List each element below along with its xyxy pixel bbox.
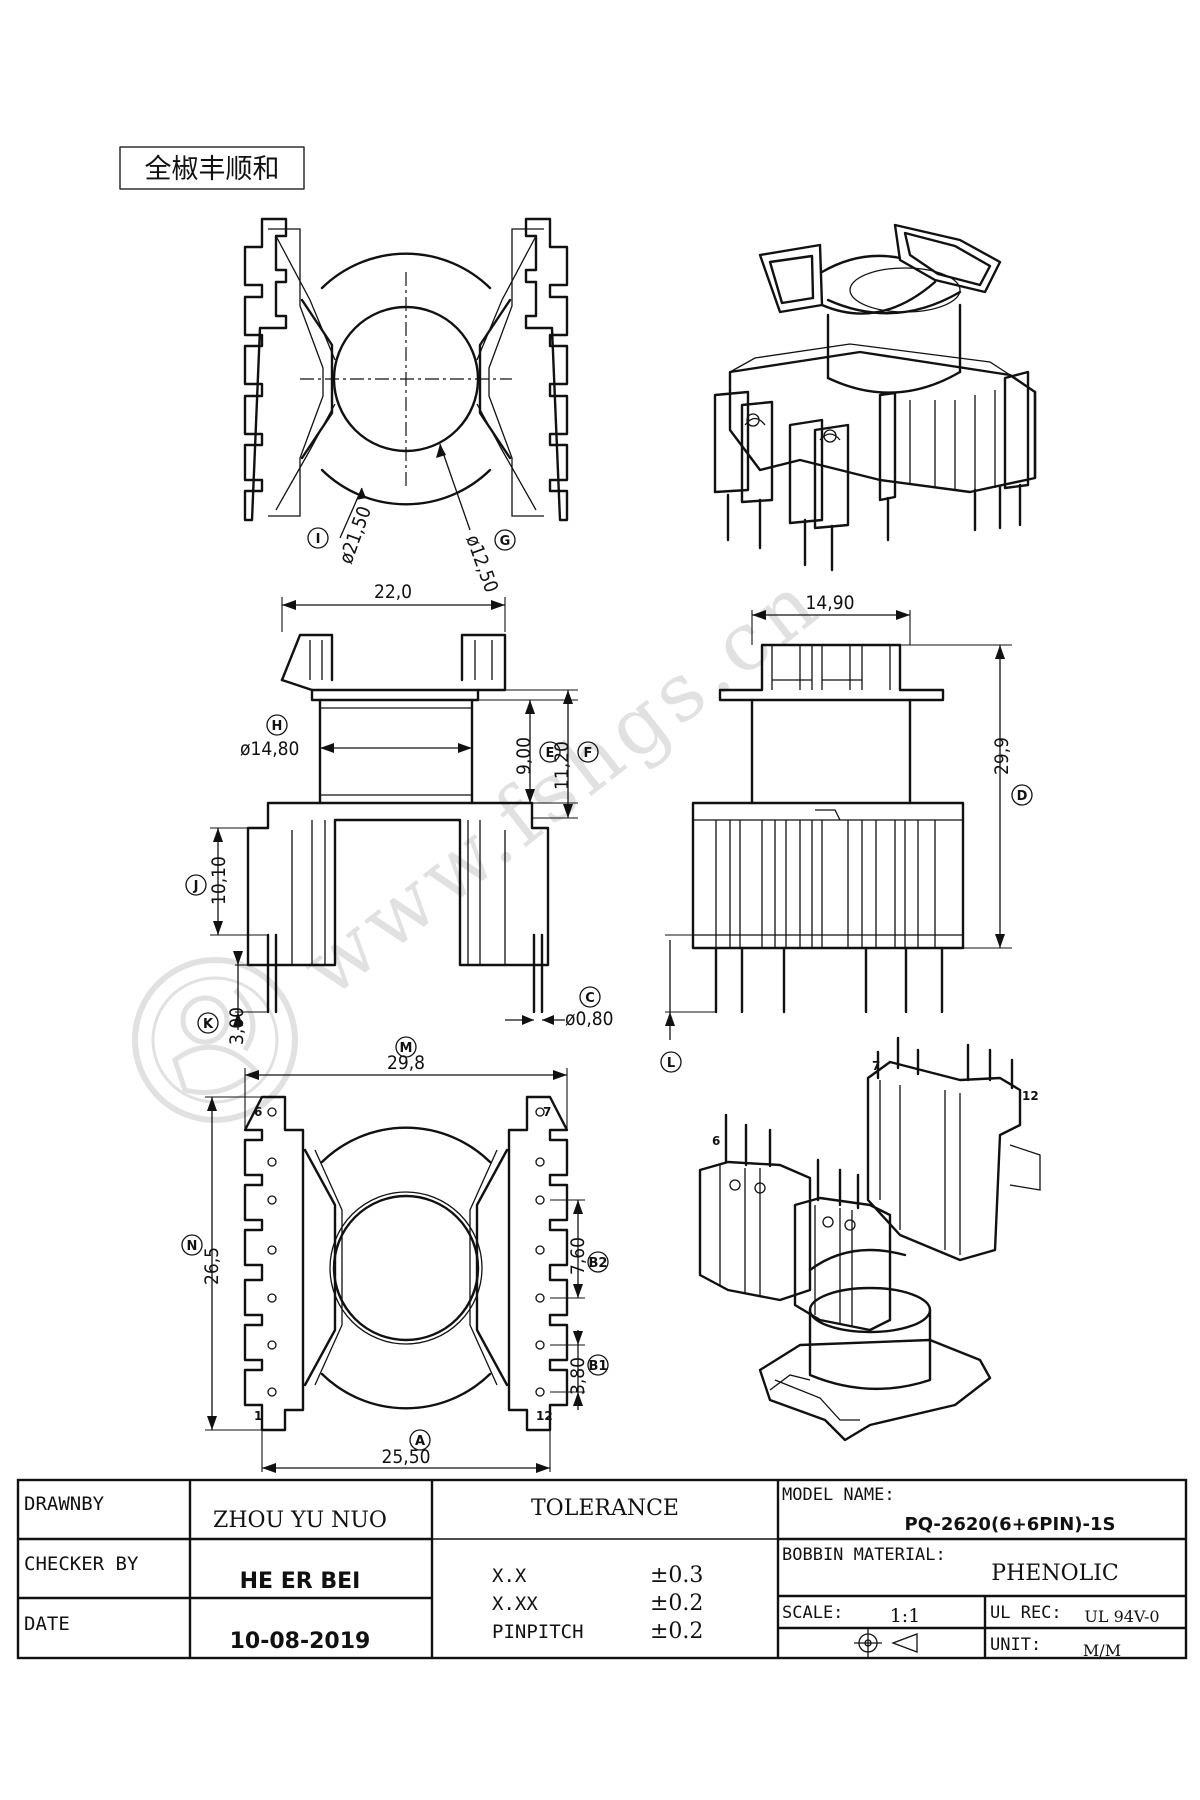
dim-front-width: 22,0 xyxy=(374,581,412,603)
callout-L-circle xyxy=(660,1051,682,1073)
callout-H: H xyxy=(272,719,283,734)
callout-K-circle xyxy=(197,1012,219,1034)
ul-label: UL REC: xyxy=(990,1603,1062,1623)
model-value: PQ-2620(6+6PIN)-1S xyxy=(905,1514,1116,1535)
drawn-by-value: ZHOU YU NUO xyxy=(213,1508,387,1533)
pin-label-12: 12 xyxy=(536,1409,553,1423)
unit-value: M/M xyxy=(1083,1641,1121,1660)
dim-pin-pitch: 3,80 xyxy=(567,1357,589,1395)
checker-value: HE ER BEI xyxy=(240,1569,361,1594)
dim-total-height: 29,9 xyxy=(991,737,1013,775)
callout-C: C xyxy=(585,991,595,1006)
callout-B1: B1 xyxy=(589,1359,608,1374)
scale-label: SCALE: xyxy=(782,1603,843,1623)
callout-D-circle xyxy=(1011,784,1033,806)
dim-bottom-length: 26,5 xyxy=(201,1247,223,1285)
dim-bottom-width: 29,8 xyxy=(387,1052,425,1074)
callout-A-circle xyxy=(409,1429,431,1451)
isometric-view-top xyxy=(713,223,1037,572)
iso-pin-label-6: 6 xyxy=(712,1134,720,1148)
dim-pin-diameter: ø0,80 xyxy=(565,1008,614,1030)
model-label: MODEL NAME: xyxy=(782,1485,895,1505)
callout-F: F xyxy=(584,746,593,761)
callout-I: I xyxy=(316,532,321,547)
callout-G-circle xyxy=(494,529,516,551)
tolerance-header: TOLERANCE xyxy=(531,1496,679,1521)
pin-label-7: 7 xyxy=(543,1105,551,1119)
callout-M: M xyxy=(400,1041,413,1056)
dim-tube-height: 9,00 xyxy=(513,737,535,775)
callout-J-circle xyxy=(185,874,207,896)
unit-label: UNIT: xyxy=(990,1635,1041,1655)
scale-value: 1:1 xyxy=(890,1605,921,1627)
callout-B2-circle xyxy=(587,1251,609,1273)
bottom-view: 29,8 M 26,5 N 7,60 B2 3,80 B1 xyxy=(181,1036,609,1473)
tol-value-1: ±0.2 xyxy=(650,1591,703,1616)
callout-B2: B2 xyxy=(589,1256,608,1271)
callout-A: A xyxy=(415,1434,425,1449)
drawn-by-label: DRAWNBY xyxy=(24,1493,105,1515)
title-block: DRAWNBY ZHOU YU NUO CHECKER BY HE ER BEI… xyxy=(16,1478,1188,1660)
callout-G: G xyxy=(500,534,511,549)
date-value: 10-08-2019 xyxy=(230,1629,371,1654)
callout-C-circle xyxy=(579,986,601,1008)
pin-label-1: 1 xyxy=(254,1409,262,1423)
dim-pin-row-spacing: 7,60 xyxy=(567,1237,589,1275)
date-label: DATE xyxy=(24,1613,70,1635)
dim-base-height: 10,10 xyxy=(208,856,230,905)
tol-value-0: ±0.3 xyxy=(650,1563,703,1588)
callout-N: N xyxy=(187,1239,198,1254)
callout-B1-circle xyxy=(587,1354,609,1376)
callout-H-circle xyxy=(266,714,288,736)
callout-E-circle xyxy=(539,741,561,763)
material-value: PHENOLIC xyxy=(991,1561,1118,1586)
stamp-text: 全椒丰顺和 xyxy=(145,154,280,185)
dim-pin-span: 25,50 xyxy=(382,1446,431,1468)
pin-label-6: 6 xyxy=(254,1105,262,1119)
callout-I-circle xyxy=(307,527,329,549)
projection-symbol-icon xyxy=(854,1629,918,1657)
watermark-logo xyxy=(132,957,298,1123)
tol-label-1: X.XX xyxy=(492,1593,538,1615)
company-stamp: 全椒丰顺和 xyxy=(119,146,305,190)
callout-E: E xyxy=(546,746,555,761)
dim-winding-height: 11,20 xyxy=(551,741,573,790)
callout-F-circle xyxy=(577,741,599,763)
dim-side-tube-width: 14,90 xyxy=(806,592,855,614)
dim-tube-diameter: ø14,80 xyxy=(240,738,299,760)
front-view: 22,0 ø14,80 H 9,00 11,20 E F 10,10 J xyxy=(185,581,614,1045)
tol-label-0: X.X xyxy=(492,1565,527,1587)
dim-pin-length: 3,00 xyxy=(226,1007,248,1045)
ul-value: UL 94V-0 xyxy=(1084,1607,1159,1626)
callout-D: D xyxy=(1017,789,1028,804)
callout-L: L xyxy=(667,1056,675,1071)
isometric-view-bottom: 7 6 12 xyxy=(698,1036,1041,1442)
tol-label-2: PINPITCH xyxy=(492,1621,584,1643)
side-view: 14,90 29,9 D L xyxy=(660,592,1033,1073)
callout-K: K xyxy=(203,1017,214,1032)
top-view: ø21,50 ø12,50 I G xyxy=(243,217,569,596)
callout-N-circle xyxy=(181,1234,203,1256)
iso-pin-label-7: 7 xyxy=(872,1059,880,1073)
tol-value-2: ±0.2 xyxy=(650,1619,703,1644)
iso-pin-label-12: 12 xyxy=(1022,1089,1039,1103)
callout-J: J xyxy=(193,879,199,894)
material-label: BOBBIN MATERIAL: xyxy=(782,1545,946,1565)
dim-top-inner-diameter: ø12,50 xyxy=(461,532,502,595)
checker-label: CHECKER BY xyxy=(24,1553,139,1575)
callout-M-circle xyxy=(395,1036,417,1058)
